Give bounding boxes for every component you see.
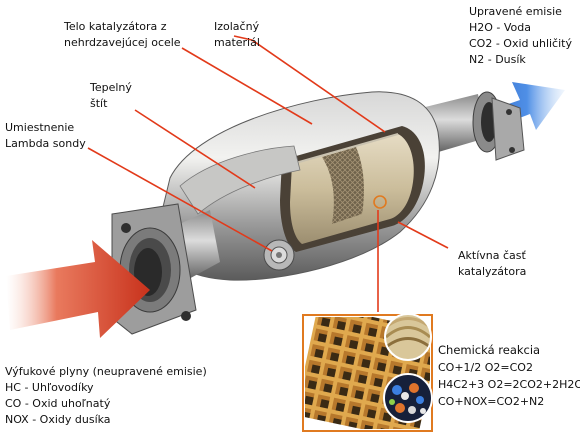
label-body: Telo katalyzátora z nehrdzavejúcej ocele: [64, 19, 181, 51]
molecules-circle: [383, 373, 433, 423]
label-body-line-2: nehrdzavejúcej ocele: [64, 36, 181, 49]
converter-body: [155, 91, 440, 281]
label-heat-shield: Tepelný štít: [90, 80, 132, 112]
label-lambda-line-1: Umiestnenie: [5, 121, 75, 134]
label-heat-shield-line-1: Tepelný: [90, 81, 132, 94]
chem-reaction-co: CO+1/2 O2=CO2: [438, 361, 533, 374]
treated-title: Upravené emisie: [469, 5, 562, 18]
coating-circle: [384, 313, 432, 361]
treated-item-h2o: H2O - Voda: [469, 21, 532, 34]
treated-emissions-legend: Upravené emisie H2O - Voda CO2 - Oxid uh…: [469, 4, 572, 68]
label-body-line-1: Telo katalyzátora z: [64, 20, 167, 33]
active-part-marker: [373, 195, 387, 209]
inlet-arrow: [6, 240, 150, 338]
treated-item-n2: N2 - Dusík: [469, 53, 526, 66]
label-heat-shield-line-2: štít: [90, 97, 108, 110]
label-lambda-sensor: Umiestnenie Lambda sondy: [5, 120, 86, 152]
label-insulation: Izolačný materiál: [214, 19, 260, 51]
chem-title: Chemická reakcia: [438, 343, 541, 357]
exhaust-item-co: CO - Oxid uhoľnatý: [5, 397, 111, 410]
chem-reaction-nox: CO+NOX=CO2+N2: [438, 395, 545, 408]
exhaust-title: Výfukové plyny (neupravené emisie): [5, 365, 207, 378]
exhaust-gases-legend: Výfukové plyny (neupravené emisie) HC - …: [5, 364, 207, 428]
exhaust-item-nox: NOX - Oxidy dusíka: [5, 413, 111, 426]
label-active-line-1: Aktívna časť: [458, 249, 526, 262]
magnified-callout: [302, 313, 433, 432]
treated-item-co2: CO2 - Oxid uhličitý: [469, 37, 572, 50]
leader-lines: [87, 35, 449, 312]
exhaust-item-hc: HC - Uhľovodíky: [5, 381, 94, 394]
chem-reaction-hc: H4C2+3 O2=2CO2+2H2O: [438, 378, 580, 391]
chemical-reaction-legend: Chemická reakcia CO+1/2 O2=CO2 H4C2+3 O2…: [438, 342, 580, 410]
label-lambda-line-2: Lambda sondy: [5, 137, 86, 150]
inlet-pipe: [111, 203, 220, 335]
label-insulation-line-1: Izolačný: [214, 20, 260, 33]
label-active-line-2: katalyzátora: [458, 265, 527, 278]
label-insulation-line-2: materiál: [214, 36, 260, 49]
label-active-part: Aktívna časť katalyzátora: [458, 248, 526, 280]
